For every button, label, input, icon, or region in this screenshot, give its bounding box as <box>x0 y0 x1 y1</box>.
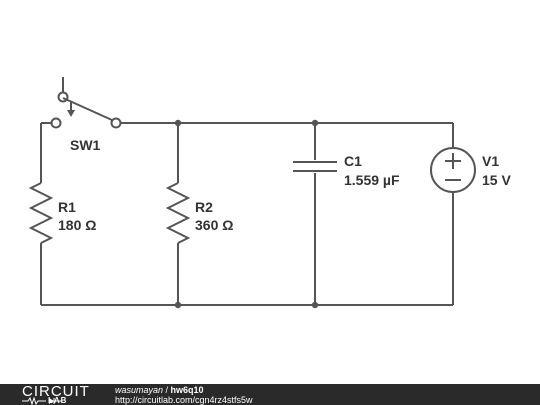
r1-value: 180 Ω <box>58 217 96 233</box>
r2-branch <box>165 123 191 305</box>
v1-branch <box>430 123 476 305</box>
r1-branch <box>28 123 54 305</box>
r2-label: R2 <box>195 199 213 215</box>
r2-value: 360 Ω <box>195 217 233 233</box>
author-name[interactable]: wasumayan <box>115 385 164 395</box>
credit-separator: / <box>163 385 171 395</box>
r2-resistor <box>165 182 191 244</box>
sw1-terminal-right <box>110 117 122 129</box>
circuit-title[interactable]: hw6q10 <box>170 385 204 395</box>
arrow-down-icon <box>67 110 75 117</box>
c1-value: 1.559 µF <box>344 172 400 188</box>
circuit-credit: wasumayan / hw6q10 <box>115 385 204 395</box>
circuit-url-link[interactable]: http://circuitlab.com/cgn4rz4stfs5w <box>115 395 253 405</box>
r1-label: R1 <box>58 199 76 215</box>
c1-label: C1 <box>344 153 362 169</box>
sw1-label: SW1 <box>70 137 101 153</box>
v1-label: V1 <box>482 153 499 169</box>
footer-bar: CIRCUIT LAB wasumayan / hw6q10 http://ci… <box>0 384 540 405</box>
circuitlab-logo[interactable]: CIRCUIT <box>22 383 90 400</box>
junction-dot <box>174 301 182 309</box>
junction-dot <box>311 301 319 309</box>
sw1-pivot <box>57 91 69 103</box>
logo-lab-text: LAB <box>48 396 68 405</box>
sw1-switch <box>50 77 122 129</box>
circuit-schematic: SW1 R1 180 Ω R2 360 Ω C1 1.559 µF V1 15 … <box>28 77 511 309</box>
r1-resistor <box>28 182 54 244</box>
sw1-terminal-left <box>50 117 62 129</box>
junction-dot <box>174 119 182 127</box>
c1-branch <box>293 123 337 305</box>
v1-value: 15 V <box>482 172 511 188</box>
sw1-blade <box>62 97 113 121</box>
logo-waveform-icon <box>22 397 62 405</box>
junction-dot <box>311 119 319 127</box>
